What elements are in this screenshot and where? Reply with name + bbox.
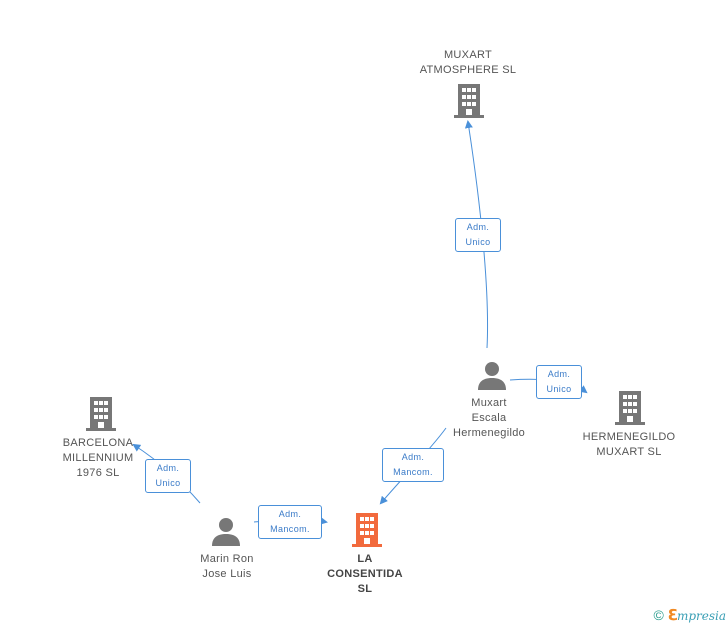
node-label-la-consentida[interactable]: LA CONSENTIDA SL: [327, 553, 403, 595]
edge-label-adm-mancom: Adm. Mancom.: [382, 448, 444, 482]
edge-label-adm-unico: Adm. Unico: [536, 365, 582, 399]
node-label-muxart-escala[interactable]: Muxart Escala Hermenegildo: [452, 397, 526, 439]
person-icon: [212, 518, 240, 546]
node-label-marin-ron[interactable]: Marin Ron Jose Luis: [200, 553, 254, 580]
edge-label-adm-unico: Adm. Unico: [145, 459, 191, 493]
node-label-muxart-atmosphere[interactable]: MUXART ATMOSPHERE SL: [419, 49, 517, 76]
person-icon: [478, 362, 506, 390]
building-icon: [454, 84, 484, 118]
brand-name: mpresia: [676, 609, 726, 623]
edge-label-adm-unico: Adm. Unico: [455, 218, 501, 252]
node-label-hermenegildo-muxart[interactable]: HERMENEGILDO MUXART SL: [582, 431, 676, 458]
brand-logo-letter: ℇ: [667, 607, 677, 624]
copyright-icon: ©: [653, 607, 664, 623]
edge-label-adm-mancom: Adm. Mancom.: [258, 505, 322, 539]
building-icon: [86, 397, 116, 431]
building-icon: [615, 391, 645, 425]
node-label-barcelona-millennium[interactable]: BARCELONA MILLENNIUM 1976 SL: [62, 437, 134, 479]
brand-footer: © ℇmpresia: [654, 606, 727, 624]
building-main-icon: [352, 513, 382, 547]
